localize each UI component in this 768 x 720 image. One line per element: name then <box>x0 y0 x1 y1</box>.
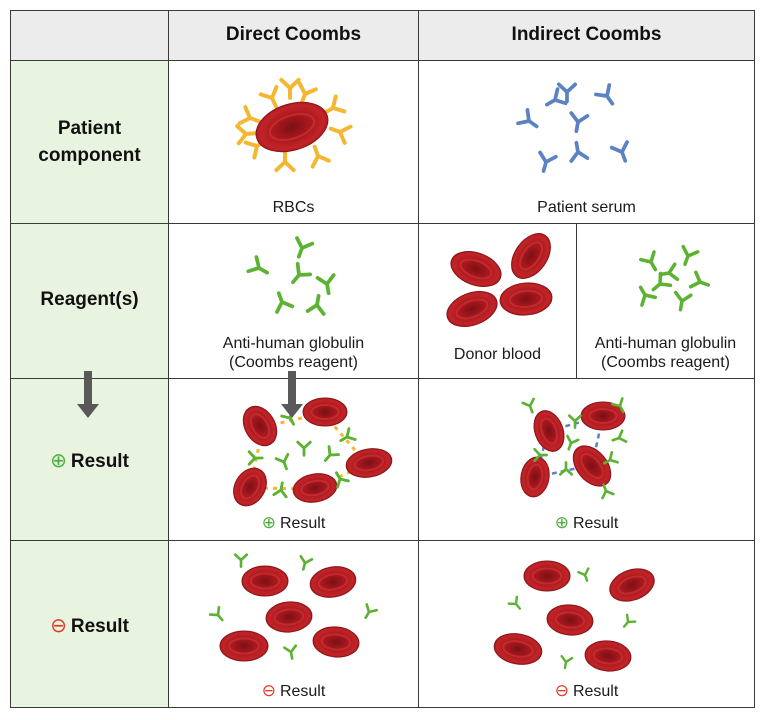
negative-sign-icon: ⊖ <box>261 681 276 700</box>
direct-coombs-header-cell: Direct Coombs <box>168 10 419 61</box>
indirect-reagent-cell: Anti-human globulin (Coombs reagent) <box>576 223 755 379</box>
ahg2-caption-line2: (Coombs reagent) <box>601 354 730 371</box>
indirect-negative-cell: ⊖Result <box>418 540 755 708</box>
negative-result-row-label: ⊖Result <box>11 613 168 640</box>
positive-result-row-label: ⊕Result <box>11 448 168 475</box>
ahg-caption-line2: (Coombs reagent) <box>229 354 358 371</box>
patient-serum-caption: Patient serum <box>537 199 636 216</box>
indirect-positive-cell: ⊕Result <box>418 378 755 541</box>
coombs-comparison-table: Direct Coombs Indirect Coombs Patient co… <box>10 10 755 708</box>
row-header-positive-result: ⊕Result <box>10 378 169 541</box>
indirect-negative-caption: ⊖Result <box>554 681 619 700</box>
indirect-donor-cell: Donor blood <box>418 223 577 379</box>
direct-negative-cell: ⊖Result <box>168 540 419 708</box>
positive-sign-icon: ⊕ <box>50 450 67 472</box>
direct-coombs-header: Direct Coombs <box>225 24 362 45</box>
ahg2-caption-line1: Anti-human globulin <box>594 335 737 352</box>
negative-sign-icon: ⊖ <box>554 681 569 700</box>
direct-positive-cell: ⊕Result <box>168 378 419 541</box>
ahg-caption-line1: Anti-human globulin <box>222 335 365 352</box>
negative-result-label: Result <box>70 616 129 637</box>
direct-negative-caption: ⊖Result <box>261 681 326 700</box>
row-header-reagents: Reagent(s) <box>10 223 169 379</box>
corner-header-cell <box>10 10 169 61</box>
positive-result-label: Result <box>70 451 129 472</box>
positive-sign-icon: ⊕ <box>261 513 276 532</box>
positive-sign-icon: ⊕ <box>554 513 569 532</box>
indirect-positive-caption: ⊕Result <box>554 513 619 532</box>
patient-component-label: Patient component <box>38 118 141 166</box>
reagents-label: Reagent(s) <box>40 289 139 310</box>
indirect-patient-cell: Patient serum <box>418 60 755 224</box>
direct-reagent-cell: Anti-human globulin (Coombs reagent) <box>168 223 419 379</box>
donor-blood-caption: Donor blood <box>453 346 542 363</box>
direct-patient-cell: RBCs <box>168 60 419 224</box>
direct-positive-caption: ⊕Result <box>261 513 326 532</box>
indirect-coombs-header: Indirect Coombs <box>511 24 662 45</box>
negative-sign-icon: ⊖ <box>50 615 67 637</box>
row-header-negative-result: ⊖Result <box>10 540 169 708</box>
row-header-patient-component: Patient component <box>10 60 169 224</box>
indirect-coombs-header-cell: Indirect Coombs <box>418 10 755 61</box>
rbcs-caption: RBCs <box>272 199 315 216</box>
